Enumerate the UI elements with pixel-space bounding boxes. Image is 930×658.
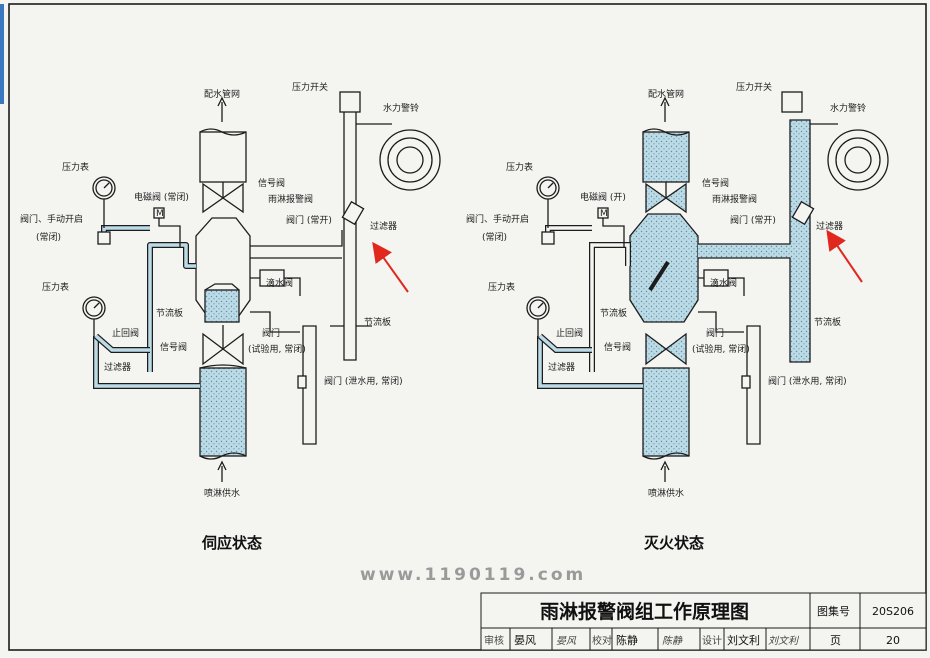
svg-text:M: M bbox=[156, 209, 164, 219]
reviewer-name: 晏风 bbox=[514, 634, 536, 647]
label-signal-valve-top: 信号阀 bbox=[258, 177, 285, 189]
label-pressure-switch: 压力开关 bbox=[292, 81, 328, 93]
signal-valve-bottom bbox=[645, 332, 687, 366]
label-valve-open: 阀门 (常开) bbox=[730, 214, 776, 226]
label-drain-valve: 阀门 (泄水用, 常闭) bbox=[324, 375, 403, 387]
standby-diagram: M bbox=[82, 91, 441, 482]
label-manual-valve: 阀门、手动开启 bbox=[466, 213, 529, 225]
page-number: 20 bbox=[886, 634, 900, 647]
caption-standby: 伺应状态 bbox=[201, 534, 262, 552]
label-drain-valve: 阀门 (泄水用, 常闭) bbox=[768, 375, 847, 387]
check-label: 校对 bbox=[592, 634, 612, 647]
fire-labels: 配水管网 压力开关 水力警铃 信号阀 雨淋报警阀 阀门 (常开) 过滤器 压力表… bbox=[466, 81, 866, 552]
label-orifice-left: 节流板 bbox=[156, 307, 183, 319]
fire-diagram: M bbox=[526, 91, 889, 482]
label-valve-open: 阀门 (常开) bbox=[286, 214, 332, 226]
label-solenoid: 电磁阀 (常闭) bbox=[134, 191, 189, 203]
sheet-border bbox=[8, 3, 927, 651]
checker-name: 陈静 bbox=[616, 633, 638, 647]
red-arrow-icon bbox=[826, 229, 863, 283]
label-manual-valve-state: (常闭) bbox=[482, 231, 507, 243]
checker-signature: 陈静 bbox=[662, 635, 683, 647]
label-gauge-top: 压力表 bbox=[62, 161, 89, 173]
label-drip-valve: 滴水阀 bbox=[710, 277, 737, 289]
drain-pipe bbox=[746, 325, 761, 445]
label-outlet: 配水管网 bbox=[204, 88, 240, 100]
label-deluge-valve: 雨淋报警阀 bbox=[712, 193, 757, 205]
atlas-number: 20S206 bbox=[872, 605, 914, 618]
label-orifice-right: 节流板 bbox=[814, 316, 841, 328]
label-gauge-bottom: 压力表 bbox=[488, 281, 515, 293]
drain-pipe bbox=[302, 325, 317, 445]
label-gauge-top: 压力表 bbox=[506, 161, 533, 173]
water-bell-icon bbox=[379, 129, 441, 191]
label-signal-valve-bottom: 信号阀 bbox=[160, 341, 187, 353]
label-signal-valve-top: 信号阀 bbox=[702, 177, 729, 189]
inlet-pipe bbox=[642, 367, 690, 457]
pressure-switch bbox=[781, 91, 803, 113]
pressure-switch bbox=[339, 91, 361, 113]
label-test-valve-state: (试验用, 常闭) bbox=[692, 343, 750, 355]
drip-valve bbox=[259, 269, 285, 287]
title-block-text: 雨淋报警阀组工作原理图 图集号 20S206 审核 晏风 晏风 校对 陈静 陈静… bbox=[484, 600, 914, 647]
label-pressure-switch: 压力开关 bbox=[736, 81, 772, 93]
review-label: 审核 bbox=[484, 634, 504, 647]
label-manual-valve: 阀门、手动开启 bbox=[20, 213, 83, 225]
label-strainer-right: 过滤器 bbox=[816, 220, 843, 232]
inlet-pipe bbox=[199, 367, 247, 457]
label-check-valve: 止回阀 bbox=[112, 327, 139, 339]
svg-text:M: M bbox=[600, 209, 608, 219]
label-inlet: 喷淋供水 bbox=[204, 487, 240, 499]
label-solenoid: 电磁阀 (开) bbox=[580, 191, 626, 203]
label-strainer-left: 过滤器 bbox=[104, 361, 131, 373]
design-label: 设计 bbox=[702, 634, 722, 647]
margin-bar bbox=[0, 4, 4, 104]
label-orifice-right: 节流板 bbox=[364, 316, 391, 328]
label-drip-valve: 滴水阀 bbox=[266, 277, 293, 289]
designer-name: 刘文利 bbox=[727, 633, 760, 647]
label-strainer-right: 过滤器 bbox=[370, 220, 397, 232]
strainer-right bbox=[341, 200, 365, 226]
label-water-bell: 水力警铃 bbox=[830, 102, 866, 114]
red-arrow-icon bbox=[372, 241, 409, 293]
label-orifice-left: 节流板 bbox=[600, 307, 627, 319]
caption-fire: 灭火状态 bbox=[643, 534, 704, 552]
reviewer-signature: 晏风 bbox=[556, 635, 577, 647]
label-test-valve: 阀门 bbox=[262, 327, 280, 339]
label-inlet: 喷淋供水 bbox=[648, 487, 684, 499]
label-gauge-bottom: 压力表 bbox=[42, 281, 69, 293]
atlas-label: 图集号 bbox=[817, 604, 850, 618]
drip-valve bbox=[703, 269, 729, 287]
strainer-right bbox=[791, 200, 815, 226]
label-test-valve: 阀门 bbox=[706, 327, 724, 339]
label-deluge-valve: 雨淋报警阀 bbox=[268, 193, 313, 205]
label-check-valve: 止回阀 bbox=[556, 327, 583, 339]
title-block bbox=[480, 592, 927, 651]
label-test-valve-state: (试验用, 常闭) bbox=[248, 343, 306, 355]
outlet-pipe bbox=[199, 131, 247, 183]
label-signal-valve-bottom: 信号阀 bbox=[604, 341, 631, 353]
drawing-title: 雨淋报警阀组工作原理图 bbox=[540, 600, 749, 623]
designer-signature: 刘文利 bbox=[768, 635, 800, 647]
standby-labels: 配水管网 压力开关 水力警铃 信号阀 雨淋报警阀 阀门 (常开) 过滤器 压力表… bbox=[20, 81, 419, 552]
label-manual-valve-state: (常闭) bbox=[36, 231, 61, 243]
watermark: www.1190119.com bbox=[360, 565, 586, 585]
outlet-pipe bbox=[642, 131, 690, 183]
label-strainer-left: 过滤器 bbox=[548, 361, 575, 373]
water-bell-icon bbox=[827, 129, 889, 191]
label-outlet: 配水管网 bbox=[648, 88, 684, 100]
label-water-bell: 水力警铃 bbox=[383, 102, 419, 114]
page-label: 页 bbox=[830, 634, 841, 647]
